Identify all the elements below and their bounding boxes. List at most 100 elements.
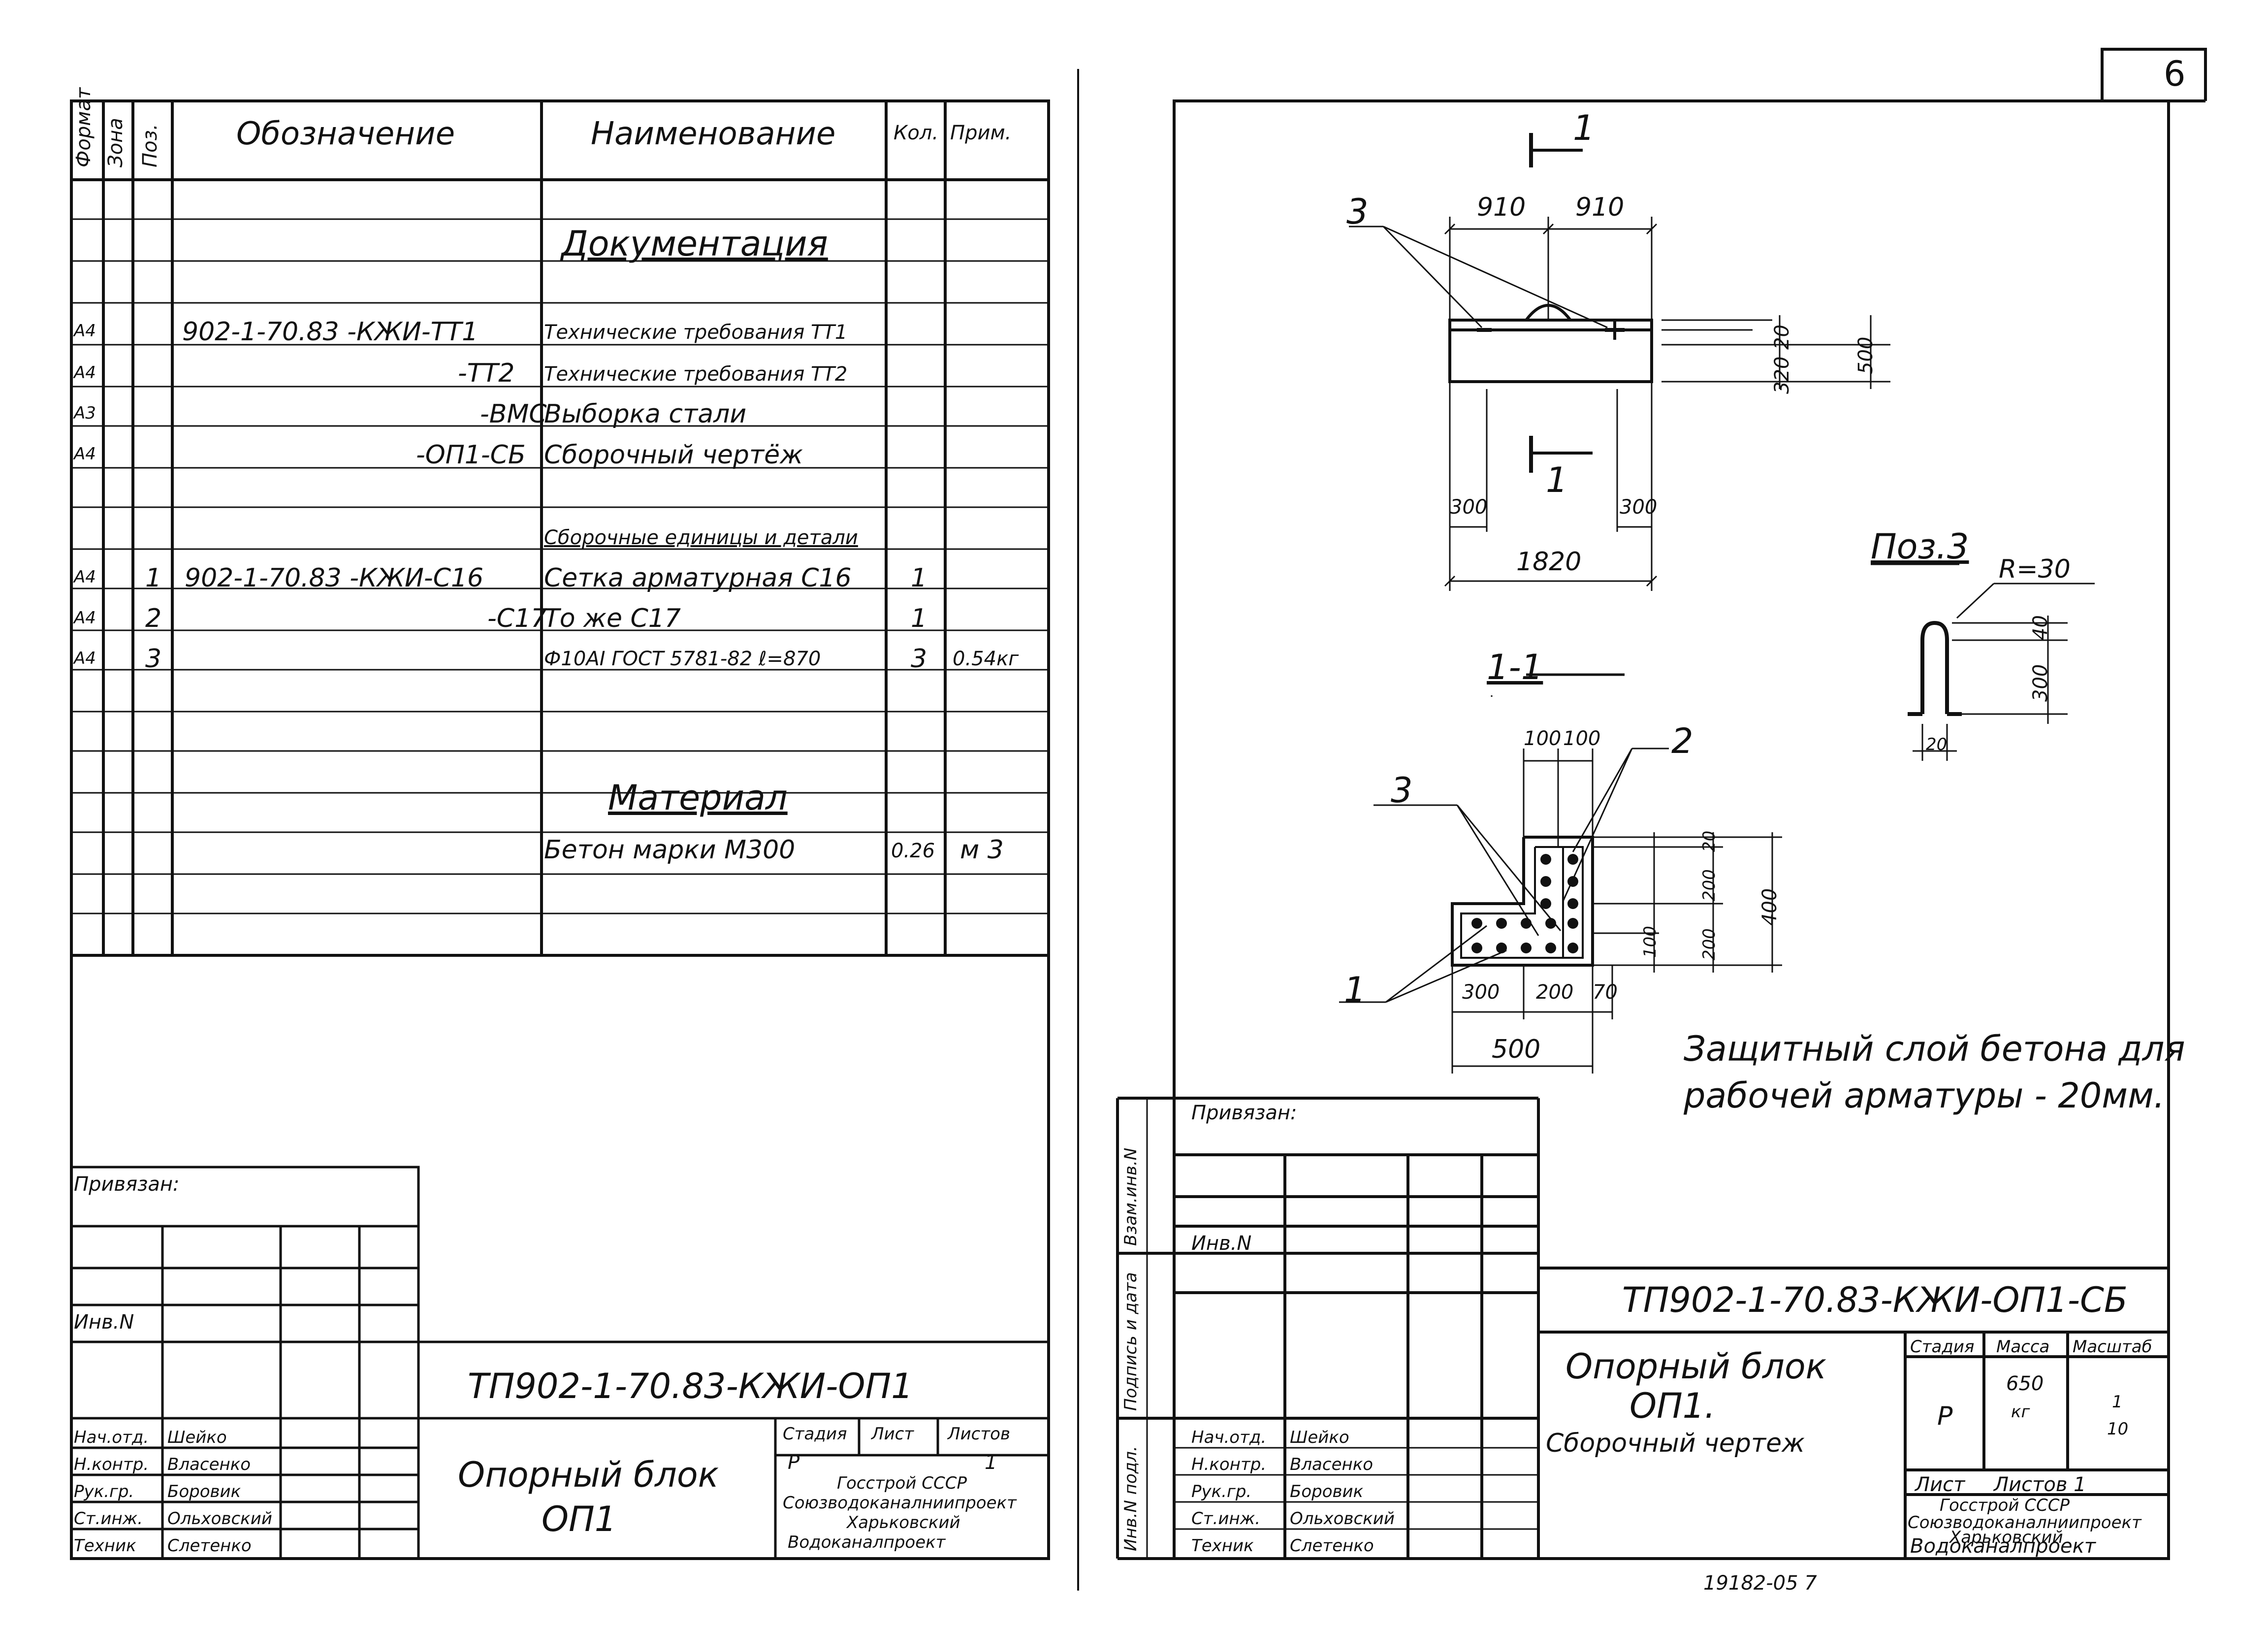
- left-code: ТП902-1-70.83-КЖИ-ОП1: [468, 1366, 913, 1406]
- dim-sec-r5: 100: [1640, 926, 1660, 958]
- left-stage: Р: [788, 1451, 800, 1474]
- right-person-4: Ольховский: [1290, 1509, 1395, 1529]
- right-person-1: Шейко: [1290, 1428, 1349, 1447]
- row3-format: А3: [74, 403, 96, 423]
- leader-2: 2: [1671, 721, 1693, 761]
- row6-qty: 1: [911, 604, 927, 633]
- left-role-3: Рук.гр.: [74, 1482, 134, 1501]
- sheet-number: 6: [2164, 54, 2186, 94]
- row5-qty: 1: [911, 563, 927, 593]
- left-privyazan: Привязан:: [74, 1173, 180, 1196]
- pos3-detail: [1871, 562, 2095, 761]
- col-designation: Обозначение: [236, 116, 455, 152]
- col-name: Наименование: [591, 116, 836, 152]
- right-org2: Союзводоканалниипроект: [1908, 1513, 2141, 1532]
- row4-designation: -ОП1-СБ: [416, 440, 526, 470]
- dim-plan-side-a: 320: [1771, 356, 1793, 394]
- col-qty: Кол.: [894, 122, 939, 144]
- dim-plan-total: 1820: [1516, 547, 1582, 577]
- row5-pos: 1: [145, 563, 162, 593]
- section-mark-top: 1: [1573, 108, 1595, 148]
- right-sheet-label: Лист: [1915, 1473, 1965, 1496]
- row1-format: А4: [74, 321, 96, 341]
- right-mass-label: Масса: [1996, 1337, 2050, 1357]
- right-title-3: Сборочный чертеж: [1546, 1429, 1805, 1458]
- right-org1: Госстрой СССР: [1940, 1496, 2070, 1515]
- left-frame: [70, 99, 1050, 1560]
- right-stage: Р: [1937, 1401, 1953, 1431]
- row7-pos: 3: [145, 644, 162, 674]
- pos3-dim-b: 300: [2029, 664, 2052, 702]
- row6-name: То же С17: [544, 604, 681, 633]
- row6-format: А4: [74, 608, 96, 628]
- right-org3: Харьковский: [1949, 1528, 2063, 1547]
- row1-designation: 902-1-70.83 -КЖИ-ТТ1: [182, 317, 479, 347]
- row3-name: Выборка стали: [544, 399, 747, 429]
- dim-sec-b1: 300: [1462, 981, 1500, 1004]
- section-title: 1-1: [1487, 647, 1543, 687]
- left-inv-n: Инв.N: [74, 1311, 134, 1334]
- col-note: Прим.: [950, 122, 1012, 144]
- section-documentation: Документация: [561, 224, 828, 264]
- left-org1: Госстрой СССР: [837, 1473, 967, 1493]
- right-title-1: Опорный блок: [1565, 1346, 1826, 1387]
- right-mass-unit: кг: [2011, 1402, 2030, 1422]
- material-unit: м 3: [960, 835, 1004, 865]
- dim-plan-top-b: 910: [1575, 193, 1625, 222]
- left-org4: Водоканалпроект: [788, 1532, 946, 1552]
- left-person-1: Шейко: [167, 1428, 227, 1447]
- dim-sec-b2: 200: [1536, 981, 1574, 1004]
- note-line-1: Защитный слой бетона для: [1684, 1029, 2185, 1069]
- row4-format: А4: [74, 444, 96, 464]
- col-pos: Поз.: [139, 124, 161, 167]
- right-scale-num: 1: [2112, 1392, 2123, 1412]
- right-mass: 650: [2006, 1372, 2044, 1395]
- row2-name: Технические требования ТТ2: [544, 363, 848, 386]
- row4-name: Сборочный чертёж: [544, 440, 803, 470]
- row3-designation: -ВМС: [480, 399, 547, 429]
- row5-format: А4: [74, 567, 96, 587]
- right-role-2: Н.контр.: [1191, 1455, 1267, 1474]
- plan-view: [1448, 304, 1653, 383]
- right-person-2: Власенко: [1290, 1455, 1374, 1474]
- pos3-dim-a: 40: [2029, 615, 2052, 640]
- row6-pos: 2: [145, 604, 162, 633]
- pos3-dim-c: 20: [1926, 735, 1948, 754]
- left-role-5: Техник: [74, 1536, 136, 1556]
- section-mark-bottom: 1: [1546, 460, 1568, 500]
- right-role-1: Нач.отд.: [1191, 1428, 1267, 1447]
- left-org2: Союзводоканалниипроект: [783, 1493, 1017, 1513]
- left-role-1: Нач.отд.: [74, 1428, 149, 1447]
- left-person-3: Боровик: [167, 1482, 241, 1501]
- dim-plan-side-b: 20: [1771, 325, 1793, 350]
- side-label-podp: Подпись и дата: [1121, 1272, 1141, 1411]
- dim-sec-total: 500: [1492, 1035, 1541, 1064]
- material-qty: 0.26: [891, 840, 935, 862]
- dim-sec-r1: 20: [1699, 830, 1719, 852]
- col-format: Формат: [72, 87, 95, 167]
- right-code: ТП902-1-70.83-КЖИ-ОП1-СБ: [1622, 1280, 2128, 1320]
- right-scale-den: 10: [2107, 1419, 2129, 1439]
- side-label-invp: Инв.N подл.: [1121, 1446, 1141, 1551]
- note-line-2: рабочей арматуры - 20мм.: [1684, 1075, 2165, 1116]
- right-privyazan: Привязан:: [1191, 1102, 1297, 1124]
- row7-name: Ф10АI ГОСТ 5781-82 ℓ=870: [544, 648, 821, 670]
- right-person-5: Слетенко: [1290, 1536, 1374, 1556]
- pos3-radius: R=30: [1999, 554, 2071, 584]
- right-role-4: Ст.инж.: [1191, 1509, 1261, 1529]
- right-inv-n: Инв.N: [1191, 1232, 1252, 1255]
- col-zone: Зона: [104, 118, 127, 167]
- left-sheets: 1: [985, 1451, 997, 1474]
- dim-sec-top-b: 100: [1563, 727, 1601, 750]
- dim-plan-bot-b: 300: [1620, 496, 1658, 519]
- right-org4: Водоканалпроект: [1910, 1535, 2096, 1558]
- left-person-5: Слетенко: [167, 1536, 252, 1556]
- row7-note: 0.54кг: [953, 648, 1019, 670]
- left-sheet-label: Лист: [871, 1424, 914, 1444]
- leader-3-section: 3: [1391, 770, 1413, 811]
- right-scale-label: Масштаб: [2073, 1337, 2152, 1357]
- section-units: Сборочные единицы и детали: [544, 526, 858, 549]
- row5-name: Сетка арматурная С16: [544, 563, 852, 593]
- right-stage-label: Стадия: [1910, 1337, 1975, 1357]
